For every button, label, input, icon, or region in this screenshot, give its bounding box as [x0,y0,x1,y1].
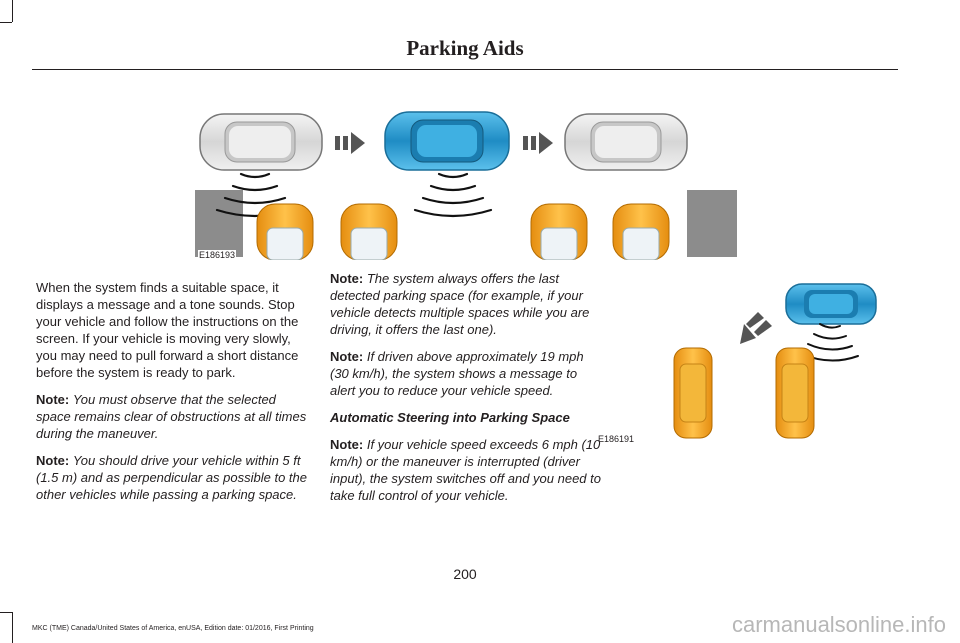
note-label: Note: [330,349,364,364]
footer-edition-info: MKC (TME) Canada/United States of Americ… [32,625,314,632]
sensor-wave-icon [413,172,493,218]
middle-column: Note: The system always offers the last … [330,270,602,514]
left-column: When the system finds a suitable space, … [36,279,308,513]
crop-mark-top-vertical [12,0,13,22]
note-text: You must observe that the selected space… [36,392,307,441]
note-label: Note: [36,453,70,468]
section-subheading: Automatic Steering into Parking Space [330,410,570,425]
white-car-icon-end [564,113,688,171]
note-text: The system always offers the last detect… [330,271,590,337]
arrow-diagonal-icon [740,312,772,344]
note-paragraph: Note: If your vehicle speed exceeds 6 mp… [330,436,602,504]
figure-id-top: E186193 [198,250,237,260]
crop-mark-bottom-vertical [12,612,13,643]
note-text: If your vehicle speed exceeds 6 mph (10 … [330,437,601,503]
body-paragraph: When the system finds a suitable space, … [36,280,299,380]
parked-obstacle-right [687,190,737,257]
crop-mark-top-horizontal [0,22,12,23]
page-title: Parking Aids [406,36,524,60]
note-text: If driven above approximately 19 mph (30… [330,349,584,398]
parked-car-icon [530,203,588,260]
note-text: You should drive your vehicle within 5 f… [36,453,307,502]
note-paragraph: Note: If driven above approximately 19 m… [330,348,602,399]
note-paragraph: Note: You should drive your vehicle with… [36,452,308,503]
parked-car-icon [340,203,398,260]
figure-id-right: E186191 [597,434,636,444]
parked-car-icon [673,347,713,439]
parked-car-icon [612,203,670,260]
reverse-park-illustration [673,283,877,439]
blue-car-icon [384,111,510,171]
watermark: carmanualsonline.info [731,612,946,637]
arrow-right-icon [523,132,553,154]
parked-car-icon [775,347,815,439]
note-label: Note: [330,437,364,452]
header-rule [32,69,898,70]
parking-sequence-illustration [195,111,737,260]
note-label: Note: [36,392,70,407]
white-car-icon-start [199,113,323,171]
note-label: Note: [330,271,364,286]
blue-car-icon [785,283,877,325]
note-paragraph: Note: The system always offers the last … [330,270,602,338]
crop-mark-bottom-horizontal [0,612,12,613]
parked-car-icon [256,203,314,260]
arrow-right-icon [335,132,365,154]
page-number: 200 [453,566,477,582]
note-paragraph: Note: You must observe that the selected… [36,391,308,442]
